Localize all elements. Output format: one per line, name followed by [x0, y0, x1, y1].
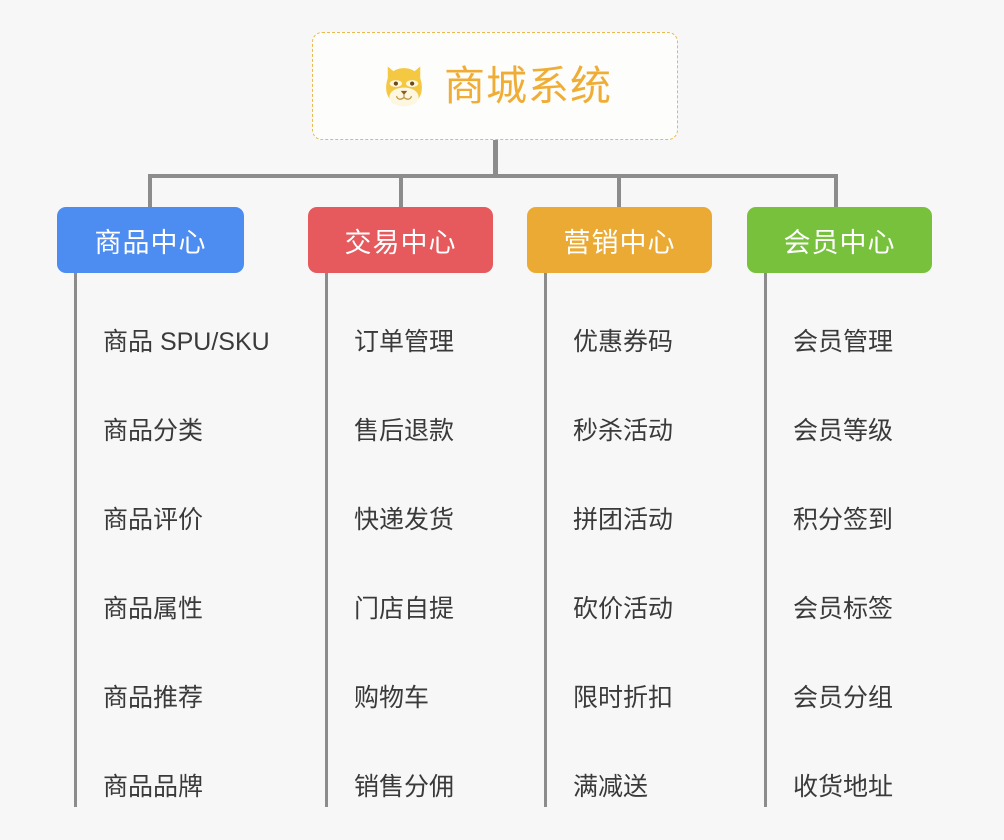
root-node[interactable]: 商城系统: [312, 32, 678, 140]
connector-drop-member: [834, 174, 838, 210]
leaf-label: 满减送: [573, 772, 649, 801]
category-label: 商品中心: [94, 227, 207, 258]
leaf-item[interactable]: 商品分类: [77, 362, 244, 451]
leaf-item[interactable]: 会员标签: [767, 540, 932, 629]
category-header-trade-center[interactable]: 交易中心: [308, 207, 493, 273]
leaf-label: 会员等级: [793, 416, 894, 445]
leaf-label: 会员管理: [793, 327, 894, 356]
dog-face-icon: [378, 60, 430, 112]
leaf-item[interactable]: 购物车: [328, 629, 493, 718]
leaf-label: 商品品牌: [103, 772, 204, 801]
leaf-label: 销售分佣: [354, 772, 455, 801]
leaf-list-trade-center: 订单管理 售后退款 快递发货 门店自提 购物车 销售分佣: [325, 273, 493, 807]
leaf-item[interactable]: 会员管理: [767, 273, 932, 362]
root-title: 商城系统: [444, 62, 612, 109]
leaf-item[interactable]: 拼团活动: [547, 451, 712, 540]
connector-drop-product: [148, 174, 152, 210]
category-header-member-center[interactable]: 会员中心: [747, 207, 932, 273]
category-label: 交易中心: [344, 227, 457, 258]
connector-drop-marketing: [617, 174, 621, 210]
leaf-label: 快递发货: [354, 505, 455, 534]
leaf-label: 门店自提: [354, 594, 455, 623]
leaf-item[interactable]: 快递发货: [328, 451, 493, 540]
leaf-item[interactable]: 砍价活动: [547, 540, 712, 629]
category-column-product-center: 商品中心 商品 SPU/SKU 商品分类 商品评价 商品属性 商品推荐 商品品牌: [57, 207, 270, 807]
leaf-label: 订单管理: [354, 327, 455, 356]
leaf-label: 优惠券码: [573, 327, 674, 356]
leaf-item[interactable]: 商品 SPU/SKU: [77, 273, 270, 362]
leaf-label: 售后退款: [354, 416, 455, 445]
leaf-label: 商品推荐: [103, 683, 204, 712]
connector-horizontal-bus: [148, 174, 838, 178]
leaf-label: 砍价活动: [573, 594, 674, 623]
leaf-label: 商品属性: [103, 594, 204, 623]
category-column-trade-center: 交易中心 订单管理 售后退款 快递发货 门店自提 购物车 销售分佣: [308, 207, 493, 807]
category-label: 会员中心: [783, 227, 896, 258]
category-column-marketing-center: 营销中心 优惠券码 秒杀活动 拼团活动 砍价活动 限时折扣 满减送: [527, 207, 712, 807]
connector-drop-trade: [399, 174, 403, 210]
leaf-item[interactable]: 会员分组: [767, 629, 932, 718]
leaf-label: 限时折扣: [573, 683, 674, 712]
leaf-label: 商品 SPU/SKU: [103, 327, 270, 356]
leaf-item[interactable]: 商品属性: [77, 540, 244, 629]
leaf-item[interactable]: 订单管理: [328, 273, 493, 362]
leaf-item[interactable]: 商品推荐: [77, 629, 244, 718]
leaf-item[interactable]: 商品评价: [77, 451, 244, 540]
leaf-item[interactable]: 门店自提: [328, 540, 493, 629]
leaf-item[interactable]: 积分签到: [767, 451, 932, 540]
leaf-list-product-center: 商品 SPU/SKU 商品分类 商品评价 商品属性 商品推荐 商品品牌: [74, 273, 270, 807]
leaf-item[interactable]: 满减送: [547, 718, 712, 807]
leaf-label: 商品分类: [103, 416, 204, 445]
leaf-item[interactable]: 售后退款: [328, 362, 493, 451]
leaf-label: 会员标签: [793, 594, 894, 623]
leaf-label: 商品评价: [103, 505, 204, 534]
leaf-label: 积分签到: [793, 505, 894, 534]
leaf-list-marketing-center: 优惠券码 秒杀活动 拼团活动 砍价活动 限时折扣 满减送: [544, 273, 712, 807]
leaf-item[interactable]: 销售分佣: [328, 718, 493, 807]
leaf-item[interactable]: 限时折扣: [547, 629, 712, 718]
leaf-item[interactable]: 优惠券码: [547, 273, 712, 362]
leaf-item[interactable]: 收货地址: [767, 718, 932, 807]
category-label: 营销中心: [563, 227, 676, 258]
leaf-item[interactable]: 秒杀活动: [547, 362, 712, 451]
connector-root-stem: [493, 140, 498, 178]
leaf-list-member-center: 会员管理 会员等级 积分签到 会员标签 会员分组 收货地址: [764, 273, 932, 807]
leaf-label: 收货地址: [793, 772, 894, 801]
category-column-member-center: 会员中心 会员管理 会员等级 积分签到 会员标签 会员分组 收货地址: [747, 207, 932, 807]
leaf-label: 秒杀活动: [573, 416, 674, 445]
leaf-item[interactable]: 商品品牌: [77, 718, 244, 807]
leaf-label: 购物车: [354, 683, 430, 712]
category-header-marketing-center[interactable]: 营销中心: [527, 207, 712, 273]
leaf-label: 会员分组: [793, 683, 894, 712]
category-header-product-center[interactable]: 商品中心: [57, 207, 244, 273]
leaf-item[interactable]: 会员等级: [767, 362, 932, 451]
leaf-label: 拼团活动: [573, 505, 674, 534]
